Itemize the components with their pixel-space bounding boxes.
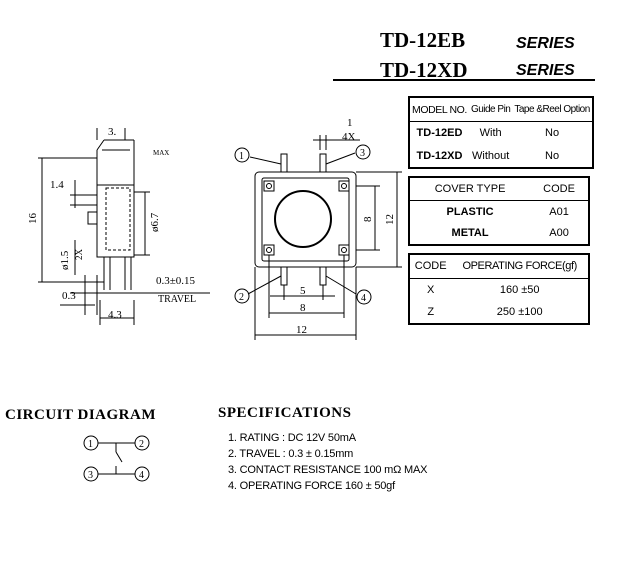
model-table: MODEL NO. Guide Pin Tape &Reel Option TD… (408, 96, 594, 169)
force-table-header: CODE OPERATING FORCE(gf) (409, 254, 589, 279)
guide-pin-cell: With (479, 127, 502, 140)
circuit-diagram-heading: CIRCUIT DIAGRAM (5, 407, 156, 423)
switch-body-top (254, 171, 357, 268)
tape-reel-cell: No (545, 149, 560, 162)
header-code: CODE (409, 254, 452, 279)
dim-5: 5 (300, 285, 306, 297)
dim-12-right: 12 (384, 214, 396, 225)
model-title-2: TD-12XD (380, 58, 468, 82)
circuit-diagram: 1 2 3 4 (83, 435, 150, 482)
cover-table: COVER TYPE CODE PLASTIC A01 METAL A00 (408, 176, 590, 246)
actuator-stem (87, 211, 98, 225)
inner-cavity (105, 187, 131, 251)
dim-travel-label: TRAVEL (158, 294, 196, 305)
dim-0-3: 0.3 (62, 290, 76, 302)
dim-1: 1 (347, 117, 353, 129)
model-title-1: TD-12EB (380, 28, 466, 52)
dim-8-bottom: 8 (300, 302, 306, 314)
dim-12-bottom: 12 (296, 324, 307, 336)
cover-code-cell: A00 (549, 227, 569, 240)
pin-callout-4: 4 (361, 293, 366, 304)
cover-type-cell: METAL (451, 227, 489, 240)
series-label-1: SERIES (516, 35, 575, 52)
header-cover-type: COVER TYPE (409, 177, 531, 202)
model-cell: TD-12XD (416, 149, 463, 162)
table-row: METAL A00 (409, 222, 589, 245)
dim-4-3: 4.3 (108, 309, 122, 321)
force-table: CODE OPERATING FORCE(gf) X 160 ±50 Z 250… (408, 253, 590, 325)
pin-callout-2: 2 (239, 292, 244, 303)
table-row: PLASTIC A01 (409, 201, 589, 223)
guide-pin-cell: Without (472, 149, 510, 162)
dim-dia-1-5: ø1.5 (59, 250, 71, 270)
spec-item-operating-force: 4. OPERATING FORCE 160 ± 50gf (228, 480, 395, 492)
header-guide-pin: Guide Pin (468, 97, 513, 123)
header-operating-force: OPERATING FORCE(gf) (451, 254, 589, 279)
table-row: TD-12XD Without No (409, 144, 593, 168)
table-row: Z 250 ±100 (409, 301, 589, 324)
specifications-heading: SPECIFICATIONS (218, 405, 352, 421)
dim-1-4: 1.4 (50, 179, 64, 191)
model-table-header: MODEL NO. Guide Pin Tape &Reel Option (409, 97, 593, 123)
dim-8-right: 8 (362, 216, 374, 222)
dim-4x: 4X (342, 131, 356, 143)
actuator-circle (274, 190, 332, 248)
dim-2x: 2X (74, 249, 84, 261)
dim-travel-value: 0.3±0.15 (156, 275, 196, 287)
table-row: X 160 ±50 (409, 278, 589, 300)
switch-body-side (96, 184, 135, 258)
header-code: CODE (530, 177, 589, 202)
max-label: MAX (153, 149, 169, 157)
force-code-cell: Z (427, 305, 435, 318)
force-value-cell: 250 ±100 (496, 305, 543, 318)
pin-callout-3: 3 (360, 148, 365, 159)
header-tape-reel: Tape &Reel Option (512, 97, 593, 123)
cover-code-cell: A01 (549, 205, 569, 218)
table-row: TD-12ED With No (409, 122, 593, 145)
dim-3: 3. (108, 126, 117, 138)
circuit-pin-3: 3 (88, 470, 93, 481)
circuit-pin-2: 2 (139, 439, 144, 450)
top-view-drawing: 1 4X 8 12 5 8 12 1 3 2 4 (234, 117, 402, 340)
model-cell: TD-12ED (416, 127, 463, 140)
circuit-pin-1: 1 (88, 439, 93, 450)
dim-16: 16 (27, 213, 39, 225)
header-divider (333, 79, 595, 81)
spec-item-rating: 1. RATING : DC 12V 50mA (228, 432, 356, 444)
cover-type-cell: PLASTIC (446, 205, 494, 218)
series-label-2: SERIES (516, 62, 575, 79)
side-view-drawing: 3. MAX 16 1.4 ø6.7 ø1.5 2X 0.3±0.15 TRAV… (27, 126, 210, 325)
dim-dia-6-7: ø6.7 (149, 212, 161, 232)
pin-callout-1: 1 (239, 151, 244, 162)
spec-item-travel: 2. TRAVEL : 0.3 ± 0.15mm (228, 448, 354, 460)
force-code-cell: X (427, 283, 435, 296)
circuit-pin-4: 4 (139, 470, 144, 481)
header-model-no: MODEL NO. (409, 97, 469, 123)
cover-table-header: COVER TYPE CODE (409, 177, 589, 202)
tape-reel-cell: No (545, 127, 560, 140)
force-value-cell: 160 ±50 (499, 283, 540, 296)
spec-item-contact-resistance: 3. CONTACT RESISTANCE 100 mΩ MAX (228, 464, 428, 476)
